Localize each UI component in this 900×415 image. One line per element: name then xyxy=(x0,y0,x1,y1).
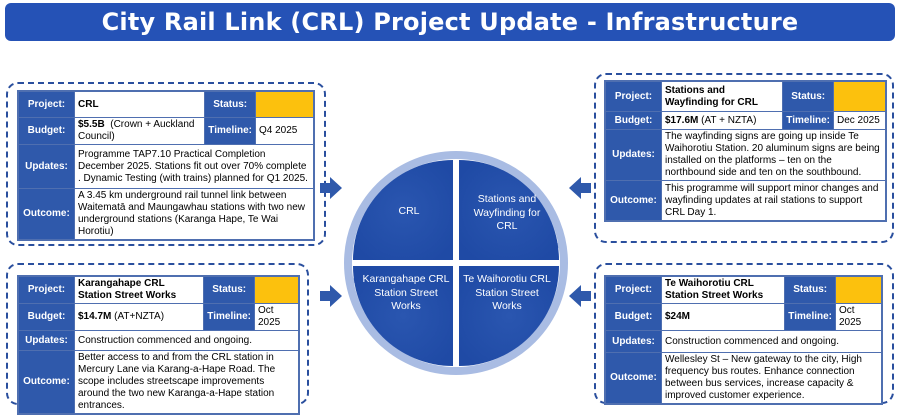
timeline-label: Timeline: xyxy=(784,303,836,331)
waihorotiu-timeline: Oct 2025 xyxy=(835,303,882,331)
status-label: Status: xyxy=(782,81,834,112)
crl-panel-border xyxy=(6,82,326,246)
arrow-left-icon xyxy=(569,285,591,307)
cycle-arrow-icon xyxy=(344,151,568,375)
crl-card: Project: CRL Status: Budget: $5.5B (Crow… xyxy=(17,90,315,241)
updates-label: Updates: xyxy=(18,144,75,189)
stations-status-indicator xyxy=(833,81,886,112)
cycle-diagram: CRL Stations and Wayfinding for CRL Kara… xyxy=(340,147,572,379)
budget-label: Budget: xyxy=(605,303,662,331)
project-label: Project: xyxy=(605,81,662,112)
stations-budget-value: $17.6M xyxy=(665,114,699,126)
quadrant-label-stations: Stations and Wayfinding for CRL xyxy=(473,193,541,233)
arrow-right-icon xyxy=(320,285,342,307)
karangahape-status-indicator xyxy=(254,276,299,304)
quadrant-top-right xyxy=(459,160,559,260)
updates-label: Updates: xyxy=(605,330,662,353)
waihorotiu-status-indicator xyxy=(835,276,882,304)
status-label: Status: xyxy=(204,91,256,118)
stations-budget-note: (AT + NZTA) xyxy=(701,114,757,126)
waihorotiu-budget: $24M xyxy=(660,303,786,331)
timeline-label: Timeline: xyxy=(204,117,256,145)
stations-panel-border xyxy=(594,73,894,243)
timeline-label: Timeline: xyxy=(782,111,834,130)
karangahape-card: Project: Karangahape CRL Station Street … xyxy=(17,275,300,415)
updates-label: Updates: xyxy=(605,129,662,181)
karangahape-budget: $14.7M (AT+NZTA) xyxy=(73,303,205,331)
budget-label: Budget: xyxy=(18,303,75,331)
crl-updates: Programme TAP7.10 Practical Completion D… xyxy=(74,144,314,189)
outcome-label: Outcome: xyxy=(605,352,662,404)
outcome-label: Outcome: xyxy=(605,180,662,221)
quadrant-label-crl: CRL xyxy=(398,205,420,217)
karangahape-budget-value: $14.7M xyxy=(78,311,112,322)
stations-card: Project: Stations and Wayfinding for CRL… xyxy=(604,80,887,222)
waihorotiu-updates: Construction commenced and ongoing. xyxy=(661,330,882,353)
status-label: Status: xyxy=(784,276,836,304)
waihorotiu-card: Project: Te Waihorotiu CRL Station Stree… xyxy=(604,275,883,405)
waihorotiu-outcome: Wellesley St – New gateway to the city, … xyxy=(661,352,882,404)
waihorotiu-budget-value: $24M xyxy=(665,311,691,322)
karangahape-updates: Construction commenced and ongoing. xyxy=(74,330,299,351)
karangahape-project-name: Karangahape CRL Station Street Works xyxy=(73,276,205,304)
waihorotiu-project-name: Te Waihorotiu CRL Station Street Works xyxy=(660,276,786,304)
quadrant-label-karangahape: Karangahape CRL Station Street Works xyxy=(362,273,450,313)
crl-budget: $5.5B (Crown + Auckland Council) xyxy=(73,117,206,145)
crl-budget-value: $5.5B xyxy=(78,119,105,130)
quadrant-bottom-left xyxy=(353,266,453,366)
karangahape-timeline: Oct 2025 xyxy=(254,303,299,331)
stations-updates: The wayfinding signs are going up inside… xyxy=(661,129,886,181)
quadrant-top-left xyxy=(353,160,453,260)
timeline-label: Timeline: xyxy=(203,303,255,331)
crl-timeline: Q4 2025 xyxy=(255,117,314,145)
project-label: Project: xyxy=(18,276,75,304)
karangahape-budget-note: (AT+NZTA) xyxy=(114,311,165,322)
page-title: City Rail Link (CRL) Project Update - In… xyxy=(101,8,799,36)
crl-project-name: CRL xyxy=(73,91,206,118)
quadrant-label-waihorotiu: Te Waihorotiu CRL Station Street Works xyxy=(463,273,551,313)
project-label: Project: xyxy=(605,276,662,304)
outcome-label: Outcome: xyxy=(18,188,75,240)
stations-timeline: Dec 2025 xyxy=(833,111,886,130)
status-label: Status: xyxy=(203,276,255,304)
project-label: Project: xyxy=(18,91,75,118)
arrow-left-icon xyxy=(569,177,591,199)
stations-budget: $17.6M (AT + NZTA) xyxy=(660,111,784,130)
stations-outcome: This programme will support minor change… xyxy=(661,180,886,221)
title-banner: City Rail Link (CRL) Project Update - In… xyxy=(5,3,895,41)
crl-outcome: A 3.45 km underground rail tunnel link b… xyxy=(74,188,314,240)
crl-status-indicator xyxy=(255,91,314,118)
karangahape-outcome: Better access to and from the CRL statio… xyxy=(74,350,299,414)
stations-project-name: Stations and Wayfinding for CRL xyxy=(660,81,784,112)
updates-label: Updates: xyxy=(18,330,75,351)
arrow-right-icon xyxy=(320,177,342,199)
outcome-label: Outcome: xyxy=(18,350,75,414)
crl-budget-note: (Crown + Auckland Council) xyxy=(78,119,195,142)
budget-label: Budget: xyxy=(605,111,662,130)
budget-label: Budget: xyxy=(18,117,75,145)
quadrant-bottom-right xyxy=(459,266,559,366)
